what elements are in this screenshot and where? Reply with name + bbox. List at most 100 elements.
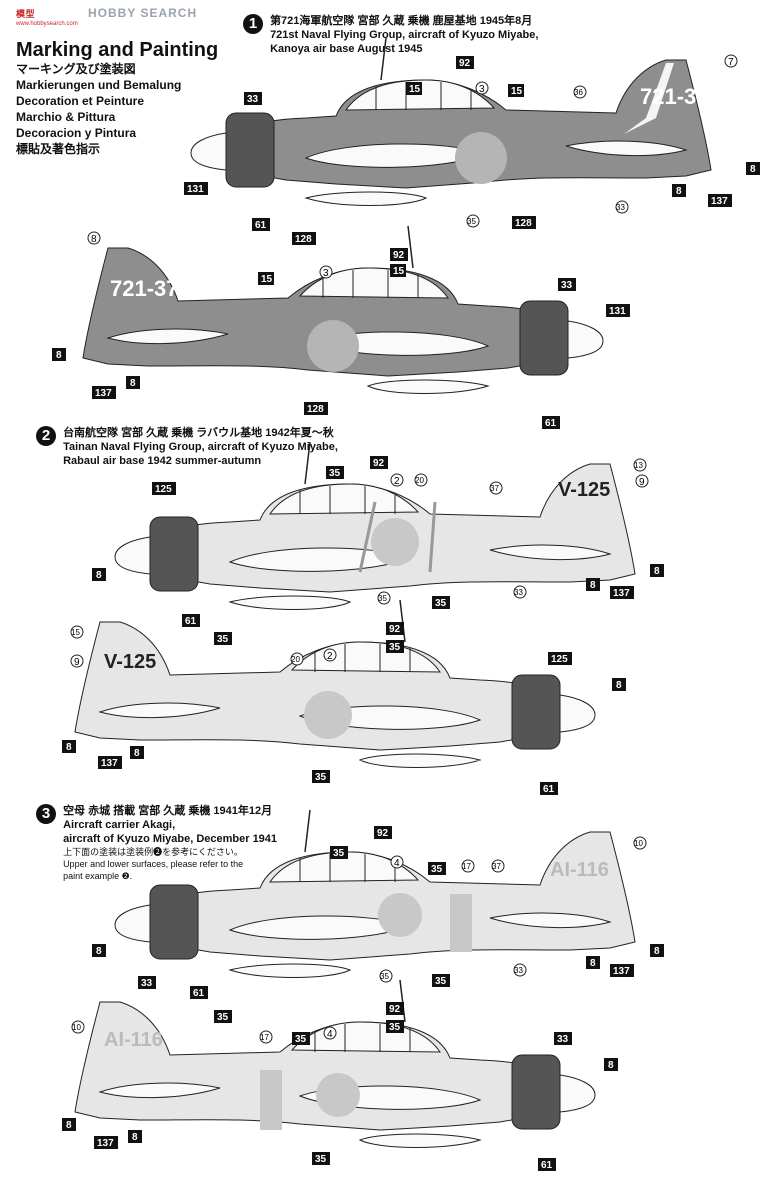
tail-code-3a: AI-116 xyxy=(550,859,609,881)
svg-text:61: 61 xyxy=(193,988,205,999)
svg-text:125: 125 xyxy=(551,654,568,665)
callout-61: 61 xyxy=(252,218,270,231)
tail-code-2a: V-125 xyxy=(558,479,610,501)
svg-text:61: 61 xyxy=(545,418,557,429)
callout-35: 35 xyxy=(330,846,348,859)
plane-3-upper xyxy=(114,809,636,979)
svg-text:8: 8 xyxy=(608,1060,614,1071)
callout-circles-2: 2 20 37 13 9 35 33 xyxy=(377,458,649,605)
svg-text:3: 3 xyxy=(479,84,485,95)
section-3-en2: aircraft of Kyuzo Miyabe, December 1941 xyxy=(63,833,278,845)
callout-92: 92 xyxy=(456,56,474,69)
callout-61: 61 xyxy=(542,416,560,429)
callout-131: 131 xyxy=(606,304,630,317)
callout-137: 137 xyxy=(610,964,634,977)
svg-text:33: 33 xyxy=(514,588,523,597)
section-3-en1: Aircraft carrier Akagi, xyxy=(63,819,176,831)
tail-code-3b: AI-116 xyxy=(104,1029,163,1051)
callout-8: 8 xyxy=(650,564,664,577)
svg-text:15: 15 xyxy=(261,274,273,285)
svg-text:61: 61 xyxy=(541,1160,553,1171)
callout-61: 61 xyxy=(538,1158,556,1171)
svg-text:35: 35 xyxy=(389,642,401,653)
svg-text:125: 125 xyxy=(155,484,172,495)
svg-text:20: 20 xyxy=(415,476,424,485)
svg-text:15: 15 xyxy=(511,86,523,97)
svg-text:35: 35 xyxy=(435,598,447,609)
section-2-en1: Tainan Naval Flying Group, aircraft of K… xyxy=(63,441,338,453)
plane-1-upper xyxy=(190,37,712,207)
section-number-1: 1 xyxy=(243,14,263,34)
callout-125: 125 xyxy=(152,482,176,495)
callout-8: 8 xyxy=(128,1130,142,1143)
svg-text:35: 35 xyxy=(329,468,341,479)
svg-text:9: 9 xyxy=(639,477,645,488)
svg-text:131: 131 xyxy=(609,306,626,317)
callout-35: 35 xyxy=(432,596,450,609)
svg-text:8: 8 xyxy=(654,566,660,577)
callout-8: 8 xyxy=(62,1118,76,1131)
callout-circles-1: 3 36 7 33 35 xyxy=(466,54,738,228)
svg-text:15: 15 xyxy=(71,628,80,637)
svg-text:8: 8 xyxy=(676,186,682,197)
section-1-jp: 第721海軍航空隊 宮部 久蔵 乗機 鹿屋基地 1945年8月 xyxy=(270,15,533,27)
callout-35: 35 xyxy=(312,1152,330,1165)
section-number-3: 3 xyxy=(36,804,56,824)
svg-text:37: 37 xyxy=(492,862,501,871)
callout-35: 35 xyxy=(214,632,232,645)
svg-text:131: 131 xyxy=(187,184,204,195)
svg-text:35: 35 xyxy=(378,594,387,603)
callout-35: 35 xyxy=(312,770,330,783)
svg-text:61: 61 xyxy=(185,616,197,627)
callout-8: 8 xyxy=(612,678,626,691)
callout-8: 8 xyxy=(52,348,66,361)
callout-33: 33 xyxy=(244,92,262,105)
svg-text:92: 92 xyxy=(389,1004,401,1015)
svg-text:10: 10 xyxy=(72,1023,81,1032)
section-number-2: 2 xyxy=(36,426,56,446)
section-3-note-jp: 上下面の塗装は塗装例❷を参考にください。 xyxy=(63,847,243,857)
callout-35: 35 xyxy=(326,466,344,479)
svg-text:128: 128 xyxy=(295,234,312,245)
svg-text:137: 137 xyxy=(711,196,728,207)
svg-text:137: 137 xyxy=(95,388,112,399)
section-3-jp: 空母 赤城 搭載 宮部 久蔵 乗機 1941年12月 xyxy=(63,805,273,817)
callout-8: 8 xyxy=(650,944,664,957)
svg-text:15: 15 xyxy=(409,84,421,95)
callout-circles-3b: 10 17 4 xyxy=(71,1020,337,1044)
subtitle-es: Decoracion y Pintura xyxy=(16,126,137,140)
svg-text:128: 128 xyxy=(515,218,532,229)
callout-8: 8 xyxy=(746,162,760,175)
plane-2-upper xyxy=(114,441,636,611)
svg-text:36: 36 xyxy=(574,88,583,97)
svg-text:137: 137 xyxy=(101,758,118,769)
callout-61: 61 xyxy=(182,614,200,627)
svg-text:10: 10 xyxy=(634,839,643,848)
callout-35: 35 xyxy=(386,1020,404,1033)
callout-35: 35 xyxy=(386,640,404,653)
callout-92: 92 xyxy=(374,826,392,839)
callout-128: 128 xyxy=(292,232,316,245)
callout-137: 137 xyxy=(98,756,122,769)
callout-circles-2b: 15 9 20 2 xyxy=(70,625,337,668)
callout-61: 61 xyxy=(540,782,558,795)
callout-8: 8 xyxy=(586,956,600,969)
svg-text:7: 7 xyxy=(728,57,734,68)
callout-92: 92 xyxy=(386,1002,404,1015)
callout-8: 8 xyxy=(130,746,144,759)
subtitle-fr: Decoration et Peinture xyxy=(16,94,145,108)
callout-92: 92 xyxy=(370,456,388,469)
svg-text:92: 92 xyxy=(459,58,471,69)
callout-61: 61 xyxy=(190,986,208,999)
svg-text:20: 20 xyxy=(291,655,300,664)
svg-text:33: 33 xyxy=(616,203,625,212)
callout-8: 8 xyxy=(586,578,600,591)
svg-text:61: 61 xyxy=(543,784,555,795)
callout-8: 8 xyxy=(672,184,686,197)
callout-35: 35 xyxy=(428,862,446,875)
subtitle-it: Marchio & Pittura xyxy=(16,110,116,124)
svg-text:35: 35 xyxy=(389,1022,401,1033)
svg-text:8: 8 xyxy=(132,1132,138,1143)
svg-text:137: 137 xyxy=(97,1138,114,1149)
